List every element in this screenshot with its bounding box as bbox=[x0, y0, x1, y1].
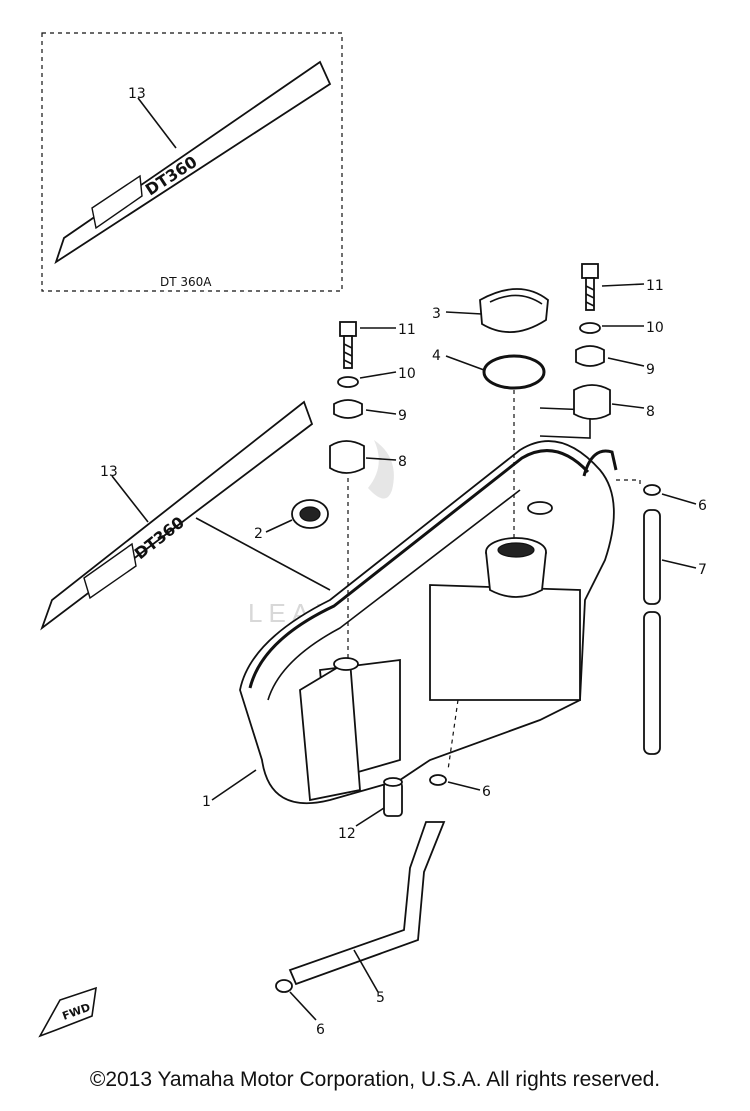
leader-6-right bbox=[661, 493, 697, 505]
leader-1 bbox=[211, 769, 257, 801]
callout-8-right: 8 bbox=[646, 404, 655, 420]
callout-4: 4 bbox=[432, 348, 441, 364]
collar-9-right bbox=[575, 345, 605, 367]
leader-3 bbox=[445, 311, 483, 315]
spacer-12 bbox=[383, 777, 403, 817]
forward-arrow-icon: FWD bbox=[38, 986, 97, 1038]
leader-2 bbox=[265, 519, 293, 533]
leader-8-left bbox=[365, 457, 397, 461]
callout-6-middle: 6 bbox=[482, 784, 491, 800]
callout-3: 3 bbox=[432, 306, 441, 322]
grommet-2 bbox=[291, 499, 329, 529]
callout-12: 12 bbox=[338, 826, 356, 842]
callout-5: 5 bbox=[376, 990, 385, 1006]
callout-13: 13 bbox=[100, 464, 118, 480]
decal-13-inset: DT360 bbox=[54, 60, 332, 265]
copyright-notice: ©2013 Yamaha Motor Corporation, U.S.A. A… bbox=[89, 1068, 661, 1091]
callout-11-left: 11 bbox=[398, 322, 416, 338]
clip-6-middle bbox=[429, 774, 447, 786]
callout-10-right: 10 bbox=[646, 320, 664, 336]
decal-text-inset: DT360 bbox=[142, 152, 201, 199]
guide-breather bbox=[616, 479, 641, 488]
callout-11-right: 11 bbox=[646, 278, 664, 294]
guide-fuel bbox=[447, 699, 459, 771]
leader-7 bbox=[661, 559, 697, 569]
bolt-11-left bbox=[339, 321, 357, 369]
damper-8-left bbox=[329, 440, 365, 474]
leader-6-bottom bbox=[289, 991, 317, 1021]
leader-12 bbox=[355, 807, 385, 827]
washer-10-right bbox=[579, 322, 601, 334]
leader-9-right bbox=[607, 357, 645, 367]
fuel-tank bbox=[239, 407, 618, 805]
leader-6-middle bbox=[447, 781, 481, 791]
leader-9-left bbox=[365, 409, 397, 415]
callout-9-right: 9 bbox=[646, 362, 655, 378]
clip-6-right bbox=[643, 484, 661, 496]
callout-7: 7 bbox=[698, 562, 707, 578]
decal-guide-line bbox=[195, 517, 331, 591]
leader-13 bbox=[111, 475, 149, 523]
leader-11-right bbox=[601, 283, 645, 287]
fuel-cap-3 bbox=[479, 288, 549, 333]
callout-1: 1 bbox=[202, 794, 211, 810]
clip-6-bottom bbox=[275, 979, 293, 993]
leader-4 bbox=[445, 355, 485, 371]
bolt-11-right bbox=[581, 263, 599, 311]
breather-hose-7 bbox=[643, 509, 661, 755]
decal-13: DT360 bbox=[40, 400, 314, 631]
leader-5 bbox=[353, 949, 379, 993]
leader-10-left bbox=[359, 371, 397, 379]
callout-13-inset: 13 bbox=[128, 86, 146, 102]
damper-8-right bbox=[573, 384, 611, 420]
leader-13-inset bbox=[137, 97, 177, 149]
inset-box: DT360 13 DT 360A bbox=[41, 32, 343, 292]
leader-8-right bbox=[611, 403, 645, 409]
gasket-4 bbox=[482, 354, 546, 390]
inset-label: DT 360A bbox=[160, 275, 212, 289]
callout-9-left: 9 bbox=[398, 408, 407, 424]
collar-9-left bbox=[333, 399, 363, 419]
callout-10-left: 10 bbox=[398, 366, 416, 382]
fuel-hose-5 bbox=[288, 821, 446, 986]
callout-2: 2 bbox=[254, 526, 263, 542]
callout-6-right: 6 bbox=[698, 498, 707, 514]
callout-6-bottom: 6 bbox=[316, 1022, 325, 1038]
callout-8-left: 8 bbox=[398, 454, 407, 470]
washer-10-left bbox=[337, 376, 359, 388]
